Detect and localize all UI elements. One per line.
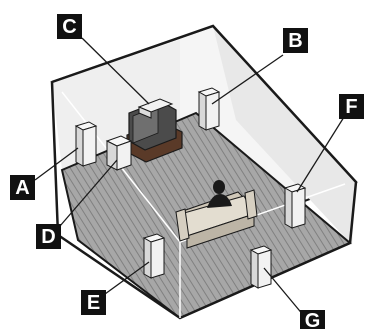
label-c: C (62, 16, 76, 38)
speaker-f (285, 184, 305, 228)
leader-g (264, 268, 304, 316)
label-g: G (305, 310, 321, 329)
speaker-b (199, 88, 219, 130)
label-b: B (288, 30, 302, 52)
label-a-badge: A (10, 175, 35, 200)
label-d-badge: D (36, 224, 61, 249)
label-a: A (15, 177, 29, 199)
label-f-badge: F (339, 94, 364, 119)
label-f: F (345, 96, 357, 118)
label-g-badge: G (300, 310, 325, 329)
listener-head (213, 180, 225, 194)
speaker-d (107, 136, 131, 170)
speaker-e (144, 234, 164, 278)
label-c-badge: C (57, 14, 82, 39)
label-b-badge: B (283, 28, 308, 53)
label-d: D (41, 226, 55, 248)
speaker-g (251, 246, 271, 288)
speaker-a (76, 122, 96, 166)
label-e: E (87, 292, 100, 314)
label-e-badge: E (81, 290, 106, 315)
room (52, 26, 356, 318)
